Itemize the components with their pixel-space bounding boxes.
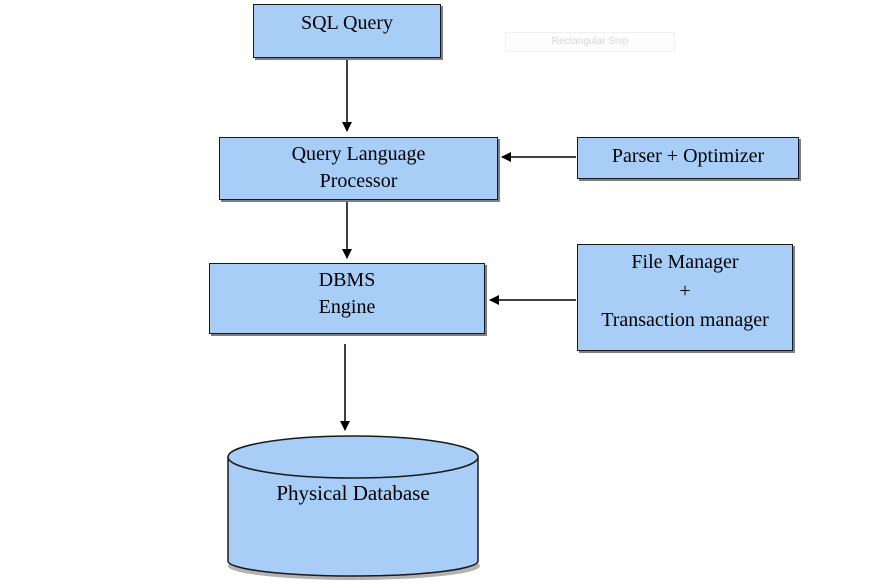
file-transaction-manager-box: File Manager + Transaction manager	[577, 244, 793, 351]
physical-database-cylinder	[227, 435, 480, 580]
rectangular-snip-watermark: Rectangular Snip	[505, 32, 675, 52]
query-language-processor-label-line2: Processor	[319, 170, 398, 192]
dbms-engine-box: DBMS Engine	[209, 263, 485, 334]
query-language-processor-label-line1: Query Language	[291, 143, 426, 165]
plus-label: +	[679, 280, 691, 302]
sql-query-box: SQL Query	[253, 4, 441, 58]
transaction-manager-label: Transaction manager	[601, 309, 769, 331]
physical-database-label: Physical Database	[276, 481, 430, 505]
dbms-engine-label-line2: Engine	[318, 296, 376, 318]
file-manager-label: File Manager	[631, 251, 739, 273]
sql-query-label: SQL Query	[300, 12, 394, 34]
parser-optimizer-box: Parser + Optimizer	[577, 137, 799, 179]
dbms-engine-label-line1: DBMS	[318, 269, 376, 291]
parser-optimizer-label: Parser + Optimizer	[611, 145, 765, 167]
query-language-processor-box: Query Language Processor	[219, 137, 498, 200]
